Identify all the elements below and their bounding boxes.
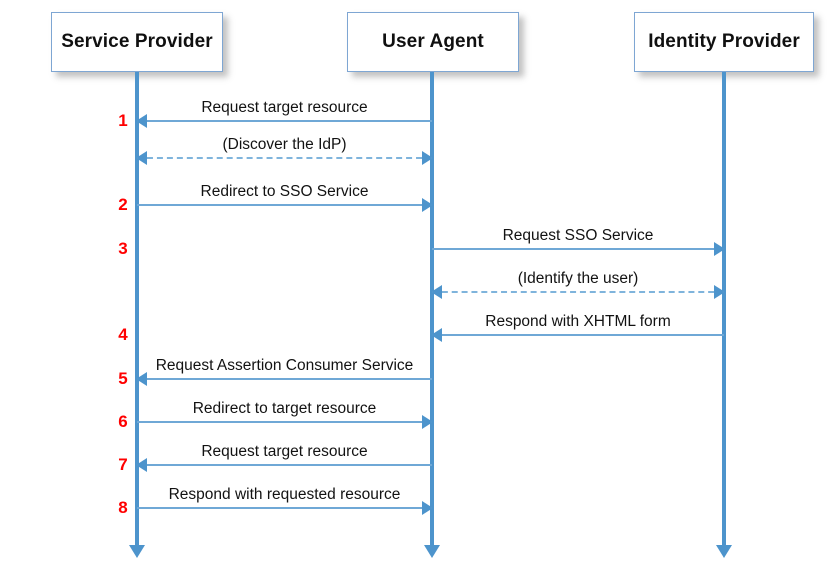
lifeline-ua bbox=[430, 72, 434, 545]
message-arrowhead-9-left bbox=[136, 458, 147, 472]
lifeline-end-arrow-ua bbox=[424, 545, 440, 558]
message-line-1 bbox=[137, 120, 432, 122]
message-arrowhead-5-left bbox=[431, 285, 442, 299]
message-arrowhead-6-left bbox=[431, 328, 442, 342]
participant-label-ua: User Agent bbox=[382, 31, 484, 52]
message-label-6: Respond with XHTML form bbox=[485, 313, 671, 330]
step-number-7: 7 bbox=[118, 455, 128, 474]
message-label-10: Respond with requested resource bbox=[168, 486, 401, 503]
step-number-8: 8 bbox=[118, 498, 128, 517]
message-label-8: Redirect to target resource bbox=[192, 400, 377, 417]
message-arrowhead-8-right bbox=[422, 415, 433, 429]
message-label-1: Request target resource bbox=[201, 99, 368, 116]
message-label-2: (Discover the IdP) bbox=[222, 136, 347, 153]
message-arrowhead-4-right bbox=[714, 242, 725, 256]
lifeline-idp bbox=[722, 72, 726, 545]
participant-box-ua[interactable]: User Agent bbox=[347, 12, 519, 72]
lifeline-end-arrow-idp bbox=[716, 545, 732, 558]
message-label-9: Request target resource bbox=[201, 443, 368, 460]
message-line-10 bbox=[137, 507, 432, 509]
lifeline-sp bbox=[135, 72, 139, 545]
step-number-2: 2 bbox=[118, 195, 128, 214]
message-label-4: Request SSO Service bbox=[502, 227, 654, 244]
message-line-7 bbox=[137, 378, 432, 380]
step-number-1: 1 bbox=[118, 111, 128, 130]
message-arrowhead-1-left bbox=[136, 114, 147, 128]
message-arrowhead-2-left bbox=[136, 151, 147, 165]
message-line-9 bbox=[137, 464, 432, 466]
message-line-5 bbox=[432, 291, 724, 293]
participant-label-idp: Identity Provider bbox=[648, 31, 800, 52]
message-label-3: Redirect to SSO Service bbox=[200, 183, 369, 200]
participant-box-idp[interactable]: Identity Provider bbox=[634, 12, 814, 72]
message-arrowhead-7-left bbox=[136, 372, 147, 386]
step-number-4: 4 bbox=[118, 325, 128, 344]
message-arrowhead-3-right bbox=[422, 198, 433, 212]
step-number-6: 6 bbox=[118, 412, 128, 431]
message-label-7: Request Assertion Consumer Service bbox=[155, 357, 414, 374]
message-arrowhead-5-right bbox=[714, 285, 725, 299]
message-line-2 bbox=[137, 157, 432, 159]
step-number-3: 3 bbox=[118, 239, 128, 258]
message-arrowhead-2-right bbox=[422, 151, 433, 165]
message-line-8 bbox=[137, 421, 432, 423]
message-label-5: (Identify the user) bbox=[517, 270, 639, 287]
participant-label-sp: Service Provider bbox=[61, 31, 213, 52]
lifeline-end-arrow-sp bbox=[129, 545, 145, 558]
participant-box-sp[interactable]: Service Provider bbox=[51, 12, 223, 72]
message-arrowhead-10-right bbox=[422, 501, 433, 515]
step-number-5: 5 bbox=[118, 369, 128, 388]
message-line-3 bbox=[137, 204, 432, 206]
message-line-4 bbox=[432, 248, 724, 250]
message-line-6 bbox=[432, 334, 724, 336]
